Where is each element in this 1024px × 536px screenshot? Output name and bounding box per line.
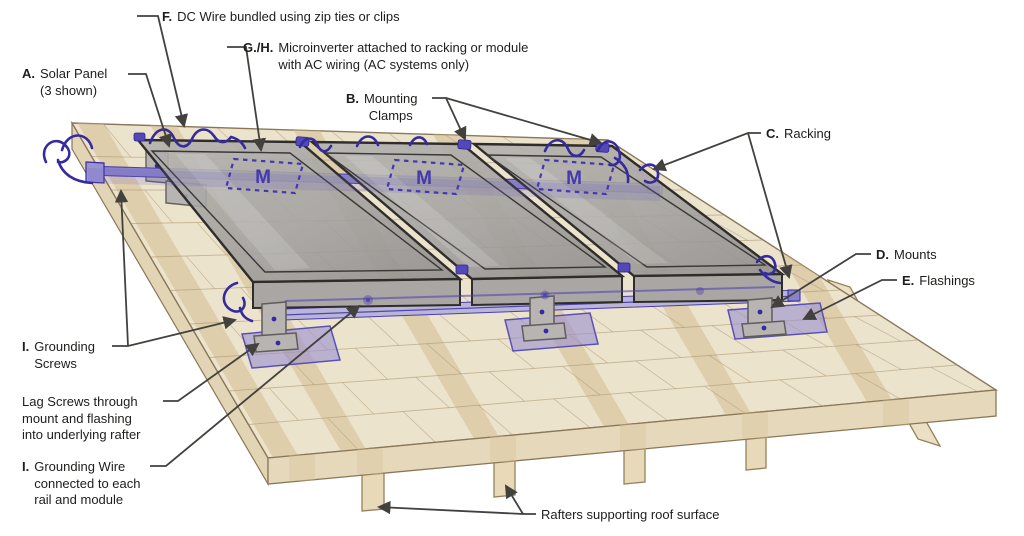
- wire-loop: [355, 135, 429, 148]
- leader-grounding-wire: [150, 304, 361, 467]
- rafter-end: [361, 470, 385, 512]
- grounding-wire-run: [284, 286, 776, 302]
- label-rafters: Rafters supporting roof surface: [541, 507, 719, 524]
- label-flashings: E. Flashings: [902, 273, 975, 290]
- label-grounding-screws-text: Grounding Screws: [34, 339, 95, 371]
- label-grounding-wire-text: Grounding Wire connected to each rail an…: [34, 459, 141, 507]
- dc-wire: [148, 128, 247, 150]
- rail-end-cap: [85, 161, 105, 184]
- label-racking: C. Racking: [766, 126, 831, 143]
- label-microinverter-text: Microinverter attached to racking or mod…: [278, 40, 529, 72]
- clamp: [457, 139, 472, 150]
- label-mounts: D. Mounts: [876, 247, 937, 264]
- leader-rafters-2: [504, 484, 524, 515]
- panel-reflection: [345, 156, 500, 267]
- label-solar-panel-text: Solar Panel (3 shown): [40, 66, 108, 98]
- leader-microinverter: [227, 46, 267, 153]
- label-racking-letter: C.: [766, 126, 779, 141]
- label-microinverter: G./H. Microinverter attached to racking …: [243, 40, 528, 73]
- roof-front-face: [267, 389, 997, 485]
- label-rafters-text: Rafters supporting roof surface: [541, 507, 720, 522]
- grounding-wire-loop: [222, 281, 254, 323]
- rafter-bands-front-face: [289, 399, 909, 481]
- mount: [521, 295, 567, 342]
- label-dc-wire-letter: F.: [162, 9, 173, 24]
- label-dc-wire: F. DC Wire bundled using zip ties or cli…: [162, 9, 400, 26]
- leader-grounding-screws-2: [114, 188, 129, 347]
- label-lag-screws: Lag Screws through mount and flashing in…: [22, 394, 141, 444]
- microinverter-m: M: [416, 168, 432, 189]
- label-mounts-text: Mounts: [894, 247, 937, 262]
- wire-loop: [755, 254, 782, 285]
- microinverter-m: M: [255, 167, 271, 188]
- label-microinverter-letter: G./H.: [243, 40, 274, 55]
- panel-frame-inner: [484, 154, 768, 268]
- microinverter-box: M: [535, 158, 616, 196]
- rafter-end: [745, 434, 767, 471]
- panel-frame-inner: [322, 152, 608, 270]
- leader-mounts: [770, 253, 871, 309]
- microinverter-box: M: [224, 157, 305, 195]
- label-grounding-wire-letter: I.: [22, 459, 30, 474]
- wire-loop: [298, 137, 333, 153]
- wire-loop: [543, 138, 630, 184]
- rafter-end: [623, 446, 646, 485]
- solar-panel-1: [135, 138, 464, 310]
- mounts: [253, 295, 787, 353]
- label-grounding-screws: I. Grounding Screws: [22, 339, 95, 372]
- solar-panel-3: [470, 142, 786, 304]
- label-mounting-clamps-letter: B.: [346, 91, 359, 106]
- wire-loop: [638, 163, 660, 184]
- microinverter-box: M: [385, 158, 466, 196]
- panel-reflection: [175, 154, 310, 270]
- panel-frame-inner: [150, 150, 445, 273]
- label-grounding-screws-letter: I.: [22, 339, 30, 354]
- label-solar-panel: A. Solar Panel (3 shown): [22, 66, 107, 99]
- leader-lines: [112, 15, 897, 515]
- grounding-wire-blobs: [363, 287, 704, 305]
- microinverter-m: M: [566, 168, 582, 189]
- clamp: [133, 132, 146, 142]
- rafter-end: [493, 458, 516, 498]
- clamp: [455, 264, 469, 275]
- label-mounts-letter: D.: [876, 247, 889, 262]
- leader-racking-2: [747, 132, 793, 279]
- label-racking-text: Racking: [784, 126, 831, 141]
- dc-wires: [42, 128, 782, 323]
- label-flashings-text: Flashings: [919, 273, 975, 288]
- leader-lag-screws: [163, 342, 260, 402]
- solar-panels: [135, 138, 786, 310]
- label-dc-wire-text: DC Wire bundled using zip ties or clips: [177, 9, 400, 24]
- leader-grounding-screws-1: [112, 316, 237, 347]
- leader-solar-panel: [128, 73, 172, 148]
- leader-mounting-clamps-1: [432, 97, 467, 141]
- leader-rafters-1: [376, 500, 536, 515]
- clamp: [617, 262, 631, 273]
- wire-loop: [42, 134, 94, 185]
- leader-mounting-clamps-2: [445, 97, 603, 147]
- label-grounding-wire: I. Grounding Wire connected to each rail…: [22, 459, 140, 509]
- label-mounting-clamps-text: Mounting Clamps: [364, 91, 418, 123]
- label-mounting-clamps: B. Mounting Clamps: [346, 91, 417, 124]
- leader-racking-1: [652, 132, 761, 172]
- label-lag-screws-text: Lag Screws through mount and flashing in…: [22, 394, 141, 442]
- panel-reflection: [505, 158, 668, 264]
- rail-through-glass: [88, 168, 660, 201]
- mount: [741, 297, 787, 338]
- microinverters: M M M: [224, 157, 616, 196]
- leader-dc-wire: [137, 15, 188, 128]
- label-flashings-letter: E.: [902, 273, 915, 288]
- label-solar-panel-letter: A.: [22, 66, 35, 81]
- leader-flashings: [802, 279, 897, 320]
- panel-glass: [135, 138, 464, 284]
